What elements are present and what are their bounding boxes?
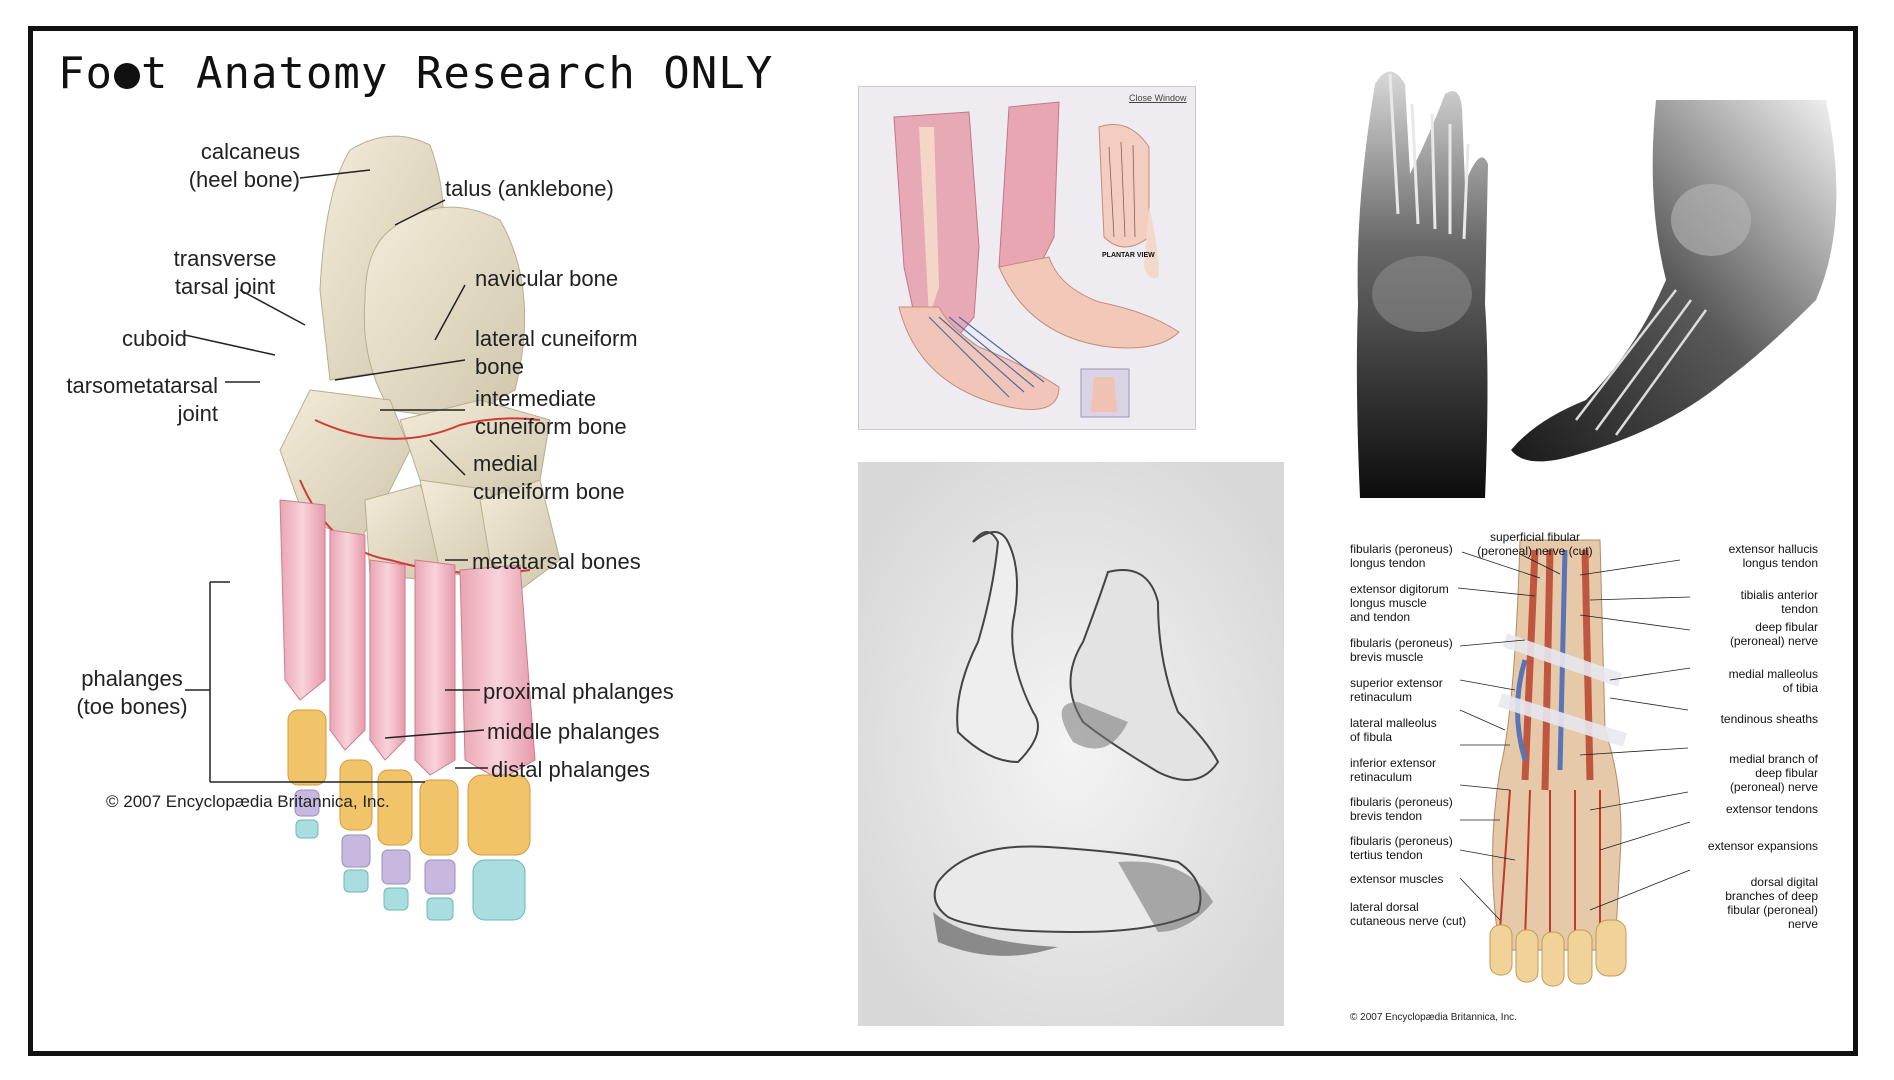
label-intermediate-cuneiform: intermediate cuneiform bone bbox=[475, 386, 627, 439]
dorsal-foot-nerve-illustration bbox=[1457, 539, 1691, 987]
leg-muscle-illustration bbox=[859, 87, 1195, 429]
xray-side-image bbox=[1496, 100, 1846, 472]
label-medial-malleolus: medial malleolus of tibia bbox=[1728, 667, 1818, 695]
label-metatarsal-bones: metatarsal bones bbox=[472, 549, 641, 574]
label-extensor-tendons: extensor tendons bbox=[1725, 802, 1818, 816]
close-window-link[interactable]: Close Window bbox=[1129, 93, 1187, 103]
label-fibularis-longus: fibularis (peroneus) longus tendon bbox=[1350, 542, 1453, 570]
label-medial-cuneiform: medial cuneiform bone bbox=[473, 451, 625, 504]
label-talus: talus (anklebone) bbox=[445, 176, 614, 201]
label-extensor-expansions: extensor expansions bbox=[1707, 839, 1818, 853]
pencil-sketch-feet bbox=[858, 462, 1284, 1026]
label-lateral-cuneiform: lateral cuneiform bone bbox=[475, 326, 638, 379]
plantar-view-label: PLANTAR VIEW bbox=[1102, 252, 1155, 259]
label-tarsometatarsal-joint: tarsometatarsal joint bbox=[66, 373, 218, 426]
label-tibialis-anterior: tibialis anterior tendon bbox=[1740, 588, 1818, 616]
xray-foot-side-view bbox=[1511, 100, 1837, 462]
label-phalanges: phalanges (toe bones) bbox=[76, 666, 188, 719]
label-medial-branch: medial branch of deep fibular (peroneal)… bbox=[1729, 752, 1818, 794]
xray-front-image bbox=[1350, 54, 1494, 498]
label-inferior-extensor-retinaculum: inferior extensor retinaculum bbox=[1350, 756, 1437, 784]
label-navicular-bone: navicular bone bbox=[475, 266, 619, 291]
label-dorsal-digital: dorsal digital branches of deep fibular … bbox=[1725, 875, 1818, 931]
label-deep-fibular: deep fibular (peroneal) nerve bbox=[1729, 620, 1818, 648]
label-distal-phalanges: distal phalanges bbox=[491, 757, 651, 782]
label-lateral-dorsal-cutaneous: lateral dorsal cutaneous nerve (cut) bbox=[1350, 900, 1467, 928]
label-fibularis-brevis-muscle: fibularis (peroneus) brevis muscle bbox=[1350, 636, 1453, 664]
nerve-diagram: fibularis (peroneus) longus tendon super… bbox=[1350, 530, 1850, 1030]
label-transverse-tarsal-joint: transverse tarsal joint bbox=[173, 246, 277, 299]
label-fibularis-brevis-tendon: fibularis (peroneus) brevis tendon bbox=[1350, 795, 1453, 823]
label-superior-extensor-retinaculum: superior extensor retinaculum bbox=[1350, 676, 1443, 704]
xray-foot-top-view bbox=[1356, 71, 1488, 498]
label-superficial-fibular: superficial fibular (peroneal) nerve (cu… bbox=[1477, 530, 1593, 558]
foot-skeleton-illustration bbox=[184, 135, 561, 921]
muscle-chart-image: Close Window PLANTAR VIEW bbox=[858, 86, 1196, 430]
label-fibularis-tertius: fibularis (peroneus) tertius tendon bbox=[1350, 834, 1453, 862]
bone-diagram: calcaneus (heel bone) talus (anklebone) … bbox=[60, 120, 820, 1010]
bullet-dot-icon bbox=[113, 63, 140, 89]
label-lateral-malleolus: lateral malleolus of fibula bbox=[1350, 716, 1437, 744]
label-middle-phalanges: middle phalanges bbox=[487, 719, 660, 744]
britannica-copyright: © 2007 Encyclopædia Britannica, Inc. bbox=[106, 792, 390, 811]
label-cuboid: cuboid bbox=[122, 326, 187, 351]
label-calcaneus: calcaneus (heel bone) bbox=[188, 139, 300, 192]
label-proximal-phalanges: proximal phalanges bbox=[483, 679, 674, 704]
label-extensor-muscles: extensor muscles bbox=[1350, 872, 1444, 886]
label-extensor-hallucis: extensor hallucis longus tendon bbox=[1728, 542, 1818, 570]
britannica-copyright-small: © 2007 Encyclopædia Britannica, Inc. bbox=[1350, 1012, 1517, 1023]
feet-sketch-image bbox=[858, 462, 1284, 1026]
label-tendinous-sheaths: tendinous sheaths bbox=[1720, 712, 1818, 726]
label-extensor-digitorum: extensor digitorum longus muscle and ten… bbox=[1350, 582, 1449, 624]
